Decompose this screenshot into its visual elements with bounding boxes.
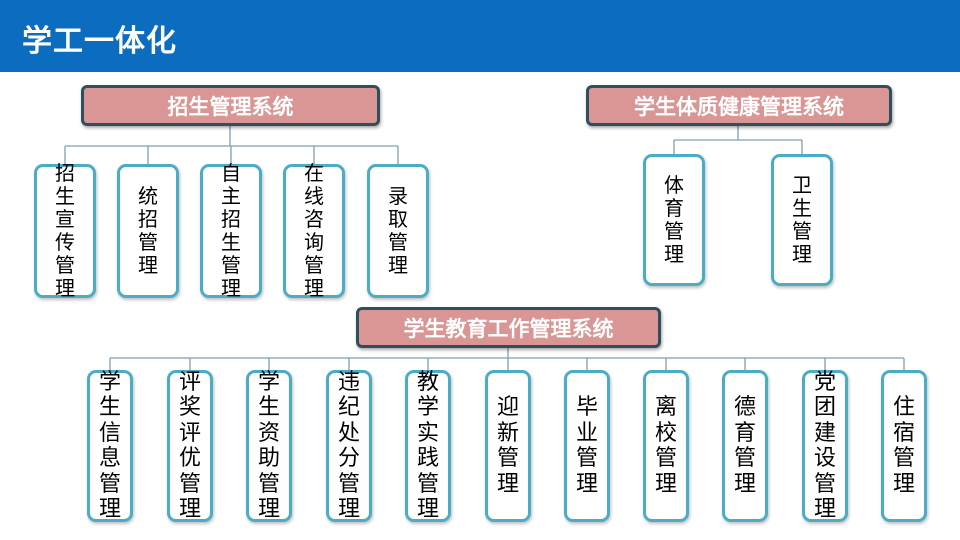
module-disciplinary-action: 违纪处分管理	[326, 370, 372, 522]
module-admission-management: 录取管理	[367, 164, 429, 298]
module-moral-education: 德育管理	[722, 370, 768, 522]
module-graduation: 毕业管理	[564, 370, 610, 522]
module-party-league-building: 党团建设管理	[802, 370, 848, 522]
module-student-information: 学生信息管理	[87, 370, 133, 522]
module-online-consultation: 在线咨询管理	[283, 162, 345, 300]
module-awards-evaluation: 评奖评优管理	[167, 370, 213, 522]
module-recruitment-promotion: 招生宣传管理	[34, 162, 96, 300]
module-sports-management: 体育管理	[643, 154, 705, 286]
module-unified-enrollment: 统招管理	[117, 164, 179, 298]
module-hygiene-management: 卫生管理	[771, 154, 833, 286]
module-leaving-school: 离校管理	[643, 370, 689, 522]
module-teaching-practice: 教学实践管理	[405, 370, 451, 522]
module-freshman-welcome: 迎新管理	[485, 370, 531, 522]
admission-system-box: 招生管理系统	[81, 85, 380, 126]
title-bar: 学工一体化	[0, 0, 960, 72]
page-title: 学工一体化	[22, 24, 177, 59]
module-student-aid: 学生资助管理	[246, 370, 292, 522]
health-system-box: 学生体质健康管理系统	[586, 85, 892, 126]
education-system-box: 学生教育工作管理系统	[356, 307, 661, 348]
module-independent-enrollment: 自主招生管理	[200, 162, 262, 300]
module-accommodation: 住宿管理	[881, 370, 927, 522]
